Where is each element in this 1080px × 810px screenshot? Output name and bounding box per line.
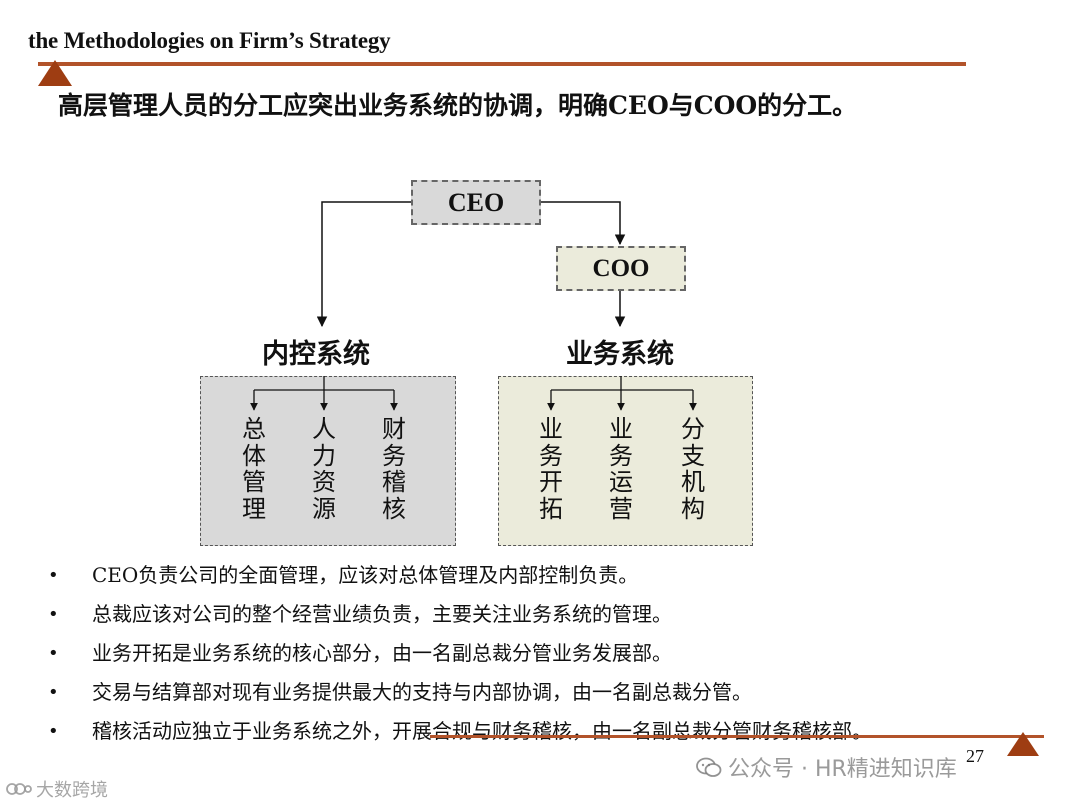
item-financial-audit: 财务稽核	[382, 415, 406, 523]
bullet-text: 交易与结算部对现有业务提供最大的支持与内部协调，由一名副总裁分管。	[92, 680, 752, 704]
watermark-right-text: 公众号 · HR精进知识库	[728, 757, 957, 782]
triangle-marker-icon	[38, 60, 72, 86]
bullet-item: • 总裁应该对公司的整个经营业绩负责，主要关注业务系统的管理。	[48, 600, 1048, 639]
bullet-item: • 交易与结算部对现有业务提供最大的支持与内部协调，由一名副总裁分管。	[48, 678, 1048, 717]
internal-control-panel	[200, 376, 456, 546]
item-branch-offices: 分支机构	[681, 415, 705, 523]
bullet-dot-icon: •	[48, 721, 59, 742]
watermark-left-text: 大数跨境	[36, 780, 108, 801]
bullet-dot-icon: •	[48, 643, 59, 664]
header-divider	[38, 62, 966, 66]
triangle-marker-icon	[1007, 732, 1039, 756]
coo-box: COO	[556, 246, 686, 291]
bullet-text: 稽核活动应独立于业务系统之外，开展合规与财务稽核，由一名副总裁分管财务稽核部。	[92, 719, 872, 743]
bullet-dot-icon: •	[48, 604, 59, 625]
watermark-left: 大数跨境	[6, 776, 108, 803]
item-business-development: 业务开拓	[539, 415, 563, 523]
footer-divider	[430, 735, 1044, 738]
bullet-item: • 稽核活动应独立于业务系统之外，开展合规与财务稽核，由一名副总裁分管财务稽核部…	[48, 717, 1048, 756]
header-title: the Methodologies on Firm’s Strategy	[28, 28, 391, 53]
slide-subtitle: 高层管理人员的分工应突出业务系统的协调，明确CEO与COO的分工。	[58, 91, 858, 120]
item-business-operations: 业务运营	[609, 415, 633, 523]
brand-logo-icon	[6, 780, 32, 803]
item-human-resources: 人力资源	[312, 415, 336, 523]
bullet-item: • CEO负责公司的全面管理，应该对总体管理及内部控制负责。	[48, 561, 1048, 600]
page-number: 27	[966, 746, 984, 766]
connector-ceo-to-internal-control	[316, 201, 411, 328]
business-system-label: 业务系统	[566, 339, 674, 370]
item-general-management: 总体管理	[242, 415, 266, 523]
bullet-text: 总裁应该对公司的整个经营业绩负责，主要关注业务系统的管理。	[92, 602, 672, 626]
bullet-text: 业务开拓是业务系统的核心部分，由一名副总裁分管业务发展部。	[92, 641, 672, 665]
bullet-dot-icon: •	[48, 565, 59, 586]
wechat-icon	[696, 757, 722, 785]
bullet-text: CEO负责公司的全面管理，应该对总体管理及内部控制负责。	[92, 563, 639, 587]
bullet-list: • CEO负责公司的全面管理，应该对总体管理及内部控制负责。 • 总裁应该对公司…	[48, 561, 1048, 756]
ceo-box: CEO	[411, 180, 541, 225]
bullet-item: • 业务开拓是业务系统的核心部分，由一名副总裁分管业务发展部。	[48, 639, 1048, 678]
connector-ceo-to-coo	[541, 201, 626, 246]
business-system-panel	[498, 376, 753, 546]
watermark-text: 公众号 · HR精进知识库	[696, 751, 957, 785]
bullet-dot-icon: •	[48, 682, 59, 703]
internal-control-label: 内控系统	[262, 339, 370, 370]
